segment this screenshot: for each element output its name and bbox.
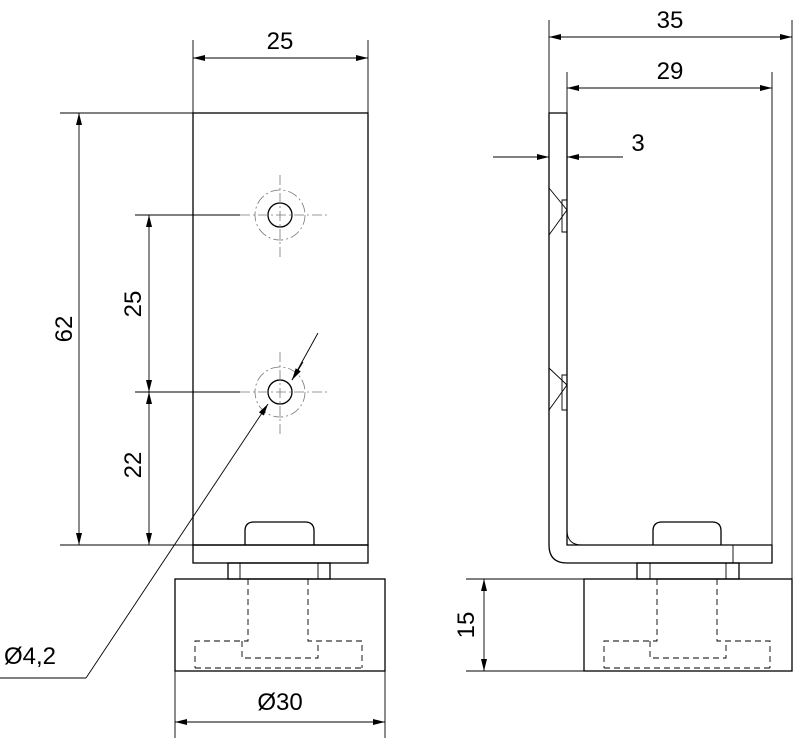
dim-side-inner-depth: 29 <box>657 58 684 85</box>
lower-hole <box>240 352 330 437</box>
side-bracket-outline <box>548 112 773 564</box>
dim-side-overall-depth: 35 <box>657 7 684 34</box>
front-plate-outline <box>192 112 369 546</box>
upper-hole <box>240 175 330 260</box>
dim-hole-diameter: Ø4,2 <box>4 643 56 670</box>
dim-front-width: 25 <box>267 28 294 55</box>
front-hidden-bolt <box>194 579 363 669</box>
dim-base-height: 15 <box>453 612 480 639</box>
dim-hole-from-bottom: 22 <box>120 452 147 479</box>
dim-overall-height: 62 <box>51 316 78 343</box>
side-connector <box>636 562 740 580</box>
side-base <box>583 578 793 672</box>
front-foot-tab <box>244 521 315 545</box>
front-dimensions: 25 62 25 22 Ø4,2 Ø30 <box>0 28 386 738</box>
front-base <box>174 578 386 672</box>
dim-plate-thickness: 3 <box>631 130 644 157</box>
dim-base-diameter: Ø30 <box>257 689 302 716</box>
side-view <box>548 112 793 672</box>
front-view <box>174 112 386 672</box>
front-foot-strip <box>192 544 369 564</box>
front-connector <box>227 562 331 580</box>
dim-hole-spacing: 25 <box>120 291 147 318</box>
side-hidden-bolt <box>603 579 771 669</box>
side-foot-tab <box>652 521 722 545</box>
side-dimensions: 35 29 3 15 <box>453 7 793 672</box>
